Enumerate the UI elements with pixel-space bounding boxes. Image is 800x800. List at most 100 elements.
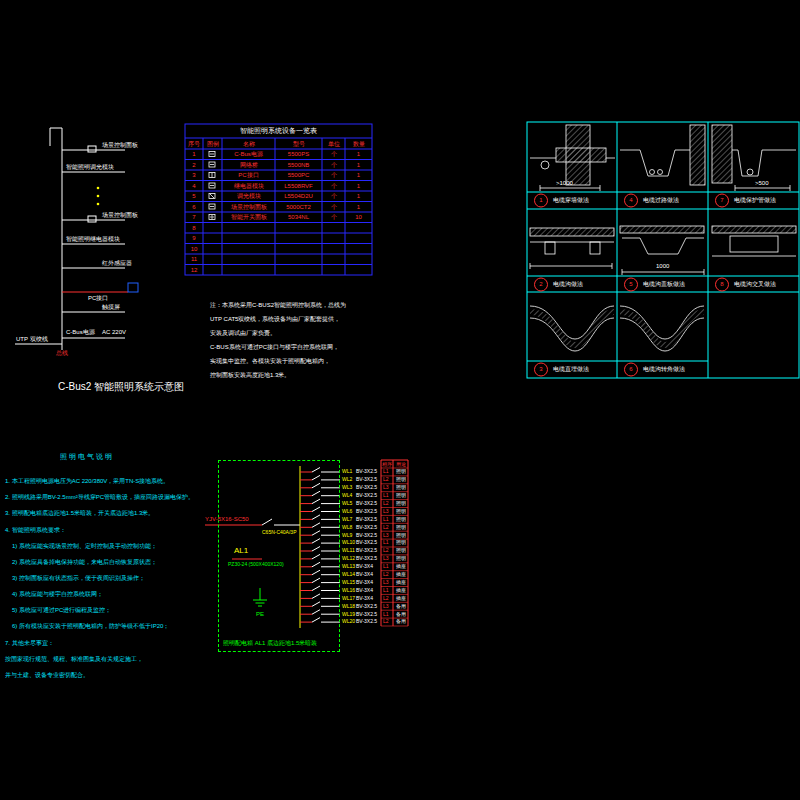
detail-caption: 电缆直埋做法	[553, 366, 589, 373]
detail-caption: 电缆沟盖板做法	[643, 281, 685, 288]
callout-number: 6	[629, 366, 632, 373]
detail-grid-part	[527, 122, 799, 378]
table-cell: 1	[357, 183, 360, 190]
branch-wire	[321, 511, 340, 512]
cable-spec: BV-3X2.5	[356, 509, 377, 515]
branch-wire	[300, 606, 312, 607]
table-cell: 4	[192, 183, 195, 190]
device-label: C-Bus电源	[66, 329, 95, 336]
table-cell: 9	[192, 235, 195, 242]
table-cell: 7	[192, 214, 195, 221]
branch-wire	[300, 519, 312, 520]
branch-wire	[300, 598, 312, 599]
table-cell: 5034NL	[288, 214, 309, 221]
table-header: 相序	[382, 462, 392, 468]
detail-drawings-part	[650, 170, 655, 175]
phase-label: L1	[383, 540, 389, 546]
riser-diagram-part	[62, 338, 125, 339]
notes-title: 照 明 电 气 说 明	[60, 453, 112, 461]
detail-drawings-part	[620, 318, 704, 351]
device-label: 场景控制面板	[102, 212, 138, 219]
breaker-symbol	[312, 468, 320, 473]
circuit-number: WL10	[342, 540, 355, 546]
circuit-use: 照明	[396, 517, 406, 523]
cable-spec: BV-3X2.5	[356, 517, 377, 523]
legend-icons-part	[209, 183, 215, 188]
detail-caption: 电缆沟转角做法	[643, 366, 685, 373]
riser-diagram-part	[88, 146, 96, 152]
equipment-table	[185, 124, 372, 275]
circuit-use: 插座	[396, 588, 406, 594]
riser-diagram-part	[97, 187, 100, 190]
detail-drawings-part	[690, 125, 705, 185]
cable-spec: BV-3X4	[356, 596, 373, 602]
table-cell: 5500PC	[288, 172, 310, 179]
legend-icons-part	[209, 152, 215, 157]
device-label: 触摸屏	[102, 304, 120, 311]
equipment-table-part	[275, 138, 276, 275]
circuit-use: 插座	[396, 596, 406, 602]
earth-label: PE	[256, 611, 264, 618]
riser-diagram-part	[62, 268, 125, 269]
table-cell: 3	[192, 172, 195, 179]
detail-drawings-part	[704, 269, 705, 275]
cable-spec: BV-3X2.5	[356, 485, 377, 491]
detail-drawings	[530, 125, 796, 351]
cable-spec: BV-3X4	[356, 588, 373, 594]
detail-drawings-part	[712, 226, 796, 233]
circuit-use: 备用	[396, 619, 406, 625]
table-header: 单位	[328, 141, 340, 148]
legend-icons-part	[211, 216, 213, 218]
circuit-use: 备用	[396, 612, 406, 618]
detail-drawings-part	[530, 263, 531, 269]
circuit-number: WL6	[342, 509, 352, 515]
cable-spec: BV-3X2.5	[356, 477, 377, 483]
callout-circles	[535, 194, 729, 376]
equipment-table-part	[185, 254, 372, 255]
detail-caption: 电缆过路做法	[643, 197, 679, 204]
detail-drawings-part	[730, 236, 778, 252]
branch-wire	[300, 487, 312, 488]
panel-schematic-part	[300, 466, 301, 628]
detail-drawings-part	[612, 263, 613, 269]
panel-schematic-part	[258, 606, 262, 607]
circuit-number: WL13	[342, 564, 355, 570]
callout-number: 7	[720, 197, 723, 204]
circuit-number: WL15	[342, 580, 355, 586]
callout-circles-part	[716, 278, 729, 291]
table-cell: 10	[191, 246, 198, 253]
equipment-table-part	[185, 264, 372, 265]
branch-wire	[300, 574, 312, 575]
branch-wire	[321, 551, 340, 552]
branch-wire	[300, 511, 312, 512]
equipment-table-part	[185, 191, 372, 192]
callout-number: 1	[539, 197, 542, 204]
detail-drawings-part	[620, 306, 704, 339]
device-label: 场景控制面板	[102, 142, 138, 149]
circuit-number: WL20	[342, 619, 355, 625]
table-title: 智能照明系统设备一览表	[240, 127, 317, 135]
phase-label: L1	[383, 469, 389, 475]
branch-wire	[321, 495, 340, 496]
circuit-use: 照明	[396, 509, 406, 515]
equipment-table-part	[203, 138, 204, 275]
callout-number: 5	[629, 281, 632, 288]
phase-label: L3	[383, 580, 389, 586]
cable-spec: BV-3X2.5	[356, 469, 377, 475]
table-cell: 网络桥	[240, 162, 258, 169]
riser-diagram-part	[62, 172, 125, 173]
dimension: >500	[755, 180, 769, 187]
equipment-table-part	[345, 138, 346, 275]
cable-spec: BV-3X4	[356, 580, 373, 586]
circuit-number: WL4	[342, 493, 352, 499]
phase-label: L2	[383, 619, 389, 625]
voltage-label: AC 220V	[102, 329, 126, 336]
cable-spec: BV-3X2.5	[356, 556, 377, 562]
breaker-symbol	[312, 578, 320, 583]
table-cell: L5508RVF	[284, 183, 313, 190]
equipment-table-part	[185, 233, 372, 234]
panel-schematic-part	[262, 519, 272, 525]
circuit-use: 照明	[396, 493, 406, 499]
detail-drawings-part	[712, 256, 796, 257]
table-cell: 场景控制面板	[231, 204, 267, 211]
